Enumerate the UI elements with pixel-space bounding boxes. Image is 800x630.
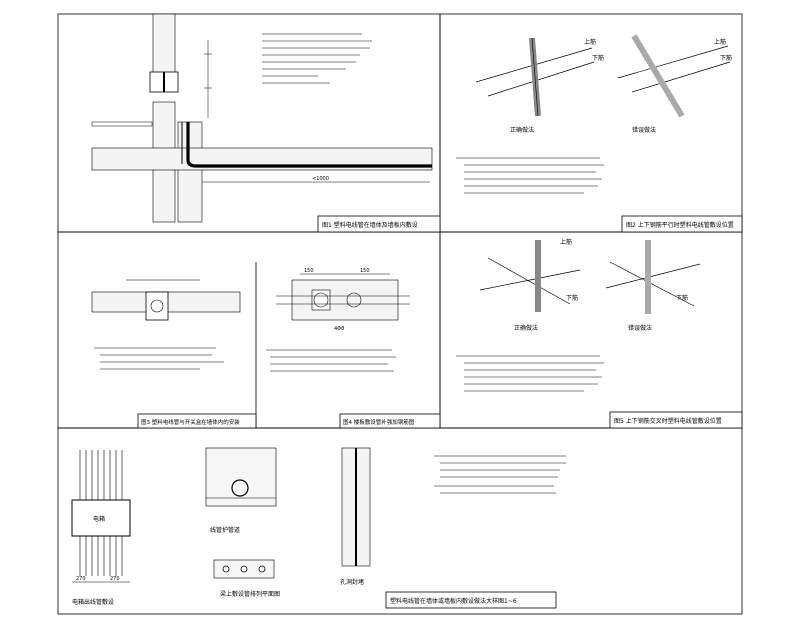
panel2-wrong: 错误做法 [632,126,656,134]
panel4-dim-left: 150 [304,268,314,274]
panel2-lower-right: 下筋 [720,54,732,62]
panel5-drawing: 上筋 下筋 正确做法 下筋 错误做法 图5 上下钢筋交叉时塑料电线管敷设位置 [456,238,743,429]
panel5-upper-left: 上筋 [560,238,572,246]
plan-caption: 梁上敷设管排列平面图 [220,590,280,598]
panel2-upper-left: 上筋 [584,38,596,46]
panel5-lower-right: 下筋 [676,294,688,302]
panel2-upper-right: 上筋 [714,38,726,46]
panel4-caption: 图4 楼板敷设管补强加钢筋图 [343,418,415,426]
panel5-correct: 正确做法 [514,324,538,332]
panel2-caption: 图2 上下钢筋平行时塑料电线管敷设位置 [626,221,734,229]
bottom-drawings: 电箱 270 270 电箱出线管敷设 线管护管道 梁上敷设管排列平面图 孔洞封堵… [71,447,566,609]
box-dim-left: 270 [76,576,86,582]
panel5-caption: 图5 上下钢筋交叉时塑料电线管敷设位置 [614,417,722,425]
panel3-caption: 图3 塑料电线管与开关盒在墙体内的安装 [141,418,240,426]
panel3-drawing: 图3 塑料电线管与开关盒在墙体内的安装 [91,279,257,429]
panel1-dim: <1000 [312,176,329,182]
box-caption: 电箱出线管敷设 [72,598,114,606]
panel2-lower-left: 下筋 [592,54,604,62]
panel5-wrong: 错误做法 [628,324,652,332]
panel1-caption: 图1 塑料电线管在墙体及墙板内敷设 [322,221,418,229]
sheet-title: 塑料电线管在墙体或墙板内敷设做法大样图1~6 [390,597,517,605]
box-dim-right: 270 [110,576,120,582]
panel4-rebar: 4Φ8 [334,326,344,332]
panel2-correct: 正确做法 [510,126,534,134]
box-label: 电箱 [93,515,105,523]
panel5-lower-left: 下筋 [566,294,578,302]
panel4-drawing: 150 150 4Φ8 图4 楼板敷设管补强加钢筋图 [266,268,441,429]
panel4-dim-right: 150 [360,268,370,274]
bundle-label: 线管护管道 [210,526,240,534]
wall-caption: 孔洞封堵 [340,578,364,586]
panel1-drawing: <1000 图1 塑料电线管在墙体及墙板内敷设 [91,13,441,233]
panel2-drawing: 上筋 下筋 正确做法 上筋 下筋 错误做法 图2 上下钢筋平行时塑料电线管敷设位… [456,34,743,233]
